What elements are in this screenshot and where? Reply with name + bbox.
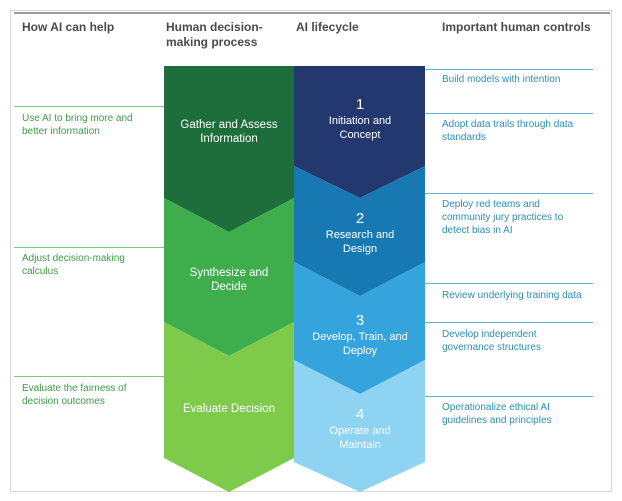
control-item-6: Operationalize ethical AI guidelines and… [442,402,552,426]
control-item-2: Adopt data trails through data standards [442,119,574,143]
lifecycle-step-3-number: 3 [355,312,365,329]
help-connector-line [14,376,164,377]
control-item-5: Develop independent governance structure… [442,329,541,353]
control-connector-line [425,396,593,397]
header-ai-lifecycle: AI lifecycle [296,20,359,34]
header-human-decision-process: Human decision-making process [166,20,263,49]
header-how-ai-can-help: How AI can help [22,20,115,34]
lifecycle-step-3-label: 3 Develop, Train, and Deploy [306,312,414,358]
lifecycle-step-3-text: Develop, Train, and Deploy [312,331,408,357]
top-rule [14,12,610,14]
lifecycle-step-1-number: 1 [355,96,365,113]
help-note-1: Use AI to bring more and better informat… [22,113,133,137]
control-connector-line [425,69,593,70]
lifecycle-step-4-label: 4 Operate and Maintain [314,406,406,452]
lifecycle-step-1-text: Initiation and Concept [328,115,392,141]
control-connector-line [425,283,593,284]
process-step-3-chevron [164,322,294,492]
help-connector-line [14,106,164,107]
lifecycle-step-2-chevron [294,166,425,296]
control-item-4: Review underlying training data [442,290,582,301]
control-connector-line [425,113,593,114]
lifecycle-step-1-label: 1 Initiation and Concept [312,96,408,142]
process-step-3-label: Evaluate Decision [182,403,276,415]
control-connector-line [425,193,593,194]
lifecycle-step-4-chevron [294,360,425,492]
lifecycle-step-2-number: 2 [355,210,365,227]
header-human-controls: Important human controls [442,20,591,34]
lifecycle-step-1-chevron [294,66,425,198]
process-step-1-label: Gather and Assess Information [180,119,278,145]
process-step-2-chevron [164,198,294,356]
process-step-2-label: Synthesize and Decide [189,267,269,293]
control-item-1: Build models with intention [442,74,561,85]
lifecycle-step-3-chevron [294,262,425,394]
lifecycle-step-4-number: 4 [355,406,365,423]
lifecycle-step-2-text: Research and Design [325,229,395,255]
control-item-3: Deploy red teams and community jury prac… [442,199,564,236]
lifecycle-step-4-text: Operate and Maintain [329,425,391,451]
lifecycle-step-2-label: 2 Research and Design [314,210,406,256]
help-connector-line [14,247,164,248]
process-step-1-chevron [164,66,294,232]
help-note-3: Evaluate the fairness of decision outcom… [22,383,127,407]
help-note-2: Adjust decision-making calculus [22,253,125,277]
control-connector-line [425,322,593,323]
